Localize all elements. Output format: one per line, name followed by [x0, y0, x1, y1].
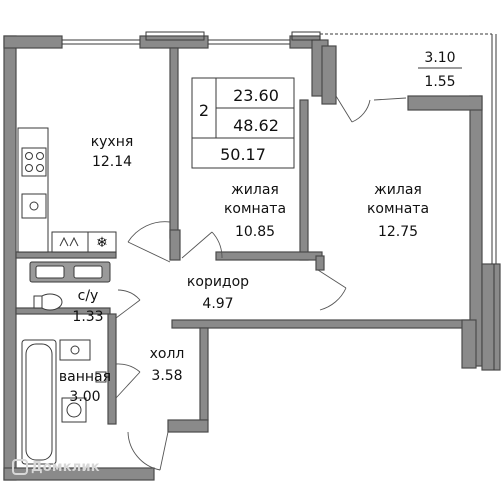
wc-name: с/у	[78, 288, 99, 304]
living-room-1-name-line1: жилая	[231, 182, 279, 198]
kitchen-name: кухня	[91, 134, 134, 150]
hall-area: 3.58	[151, 368, 182, 384]
rooms-count: 2	[199, 101, 209, 120]
balcony-area-reduced: 1.55	[424, 74, 455, 90]
summary-box: 2 23.60 48.62 50.17	[191, 77, 295, 169]
bathroom-area: 3.00	[69, 389, 100, 405]
corridor-name: коридор	[187, 274, 249, 290]
wc-area: 1.33	[72, 309, 103, 325]
living-area: 23.60	[233, 86, 279, 105]
bathroom-name: ванная	[59, 369, 111, 385]
kitchen-area: 12.14	[92, 154, 132, 170]
interior-walls	[15, 47, 477, 433]
living-room-2-name-line1: жилая	[374, 182, 422, 198]
windows	[62, 31, 497, 370]
snowflake-icon: ❄	[96, 235, 108, 251]
domclick-logo-icon	[12, 459, 28, 475]
balcony-area-full: 3.10	[424, 50, 455, 66]
living-room-2-name-line2: комната	[367, 201, 429, 217]
watermark-text: Домклик	[31, 460, 100, 475]
total-with-balcony: 50.17	[220, 145, 266, 164]
living-room-1-name-line2: комната	[224, 201, 286, 217]
outer-walls	[3, 35, 501, 481]
corridor-area: 4.97	[202, 296, 233, 312]
living-room-2-area: 12.75	[378, 224, 418, 240]
doors	[115, 95, 407, 471]
total-area: 48.62	[233, 116, 279, 135]
bathroom-fixtures	[21, 339, 107, 465]
watermark: Домклик	[12, 459, 100, 475]
room-labels: кухня 12.14 жилая комната 10.85 жилая ко…	[59, 134, 429, 405]
balcony-area-box: 3.10 1.55	[418, 50, 462, 90]
hall-name: холл	[150, 346, 185, 362]
living-room-1-area: 10.85	[235, 224, 275, 240]
wc-fixtures	[29, 261, 111, 311]
kitchen-fixtures: ❄	[17, 127, 117, 253]
